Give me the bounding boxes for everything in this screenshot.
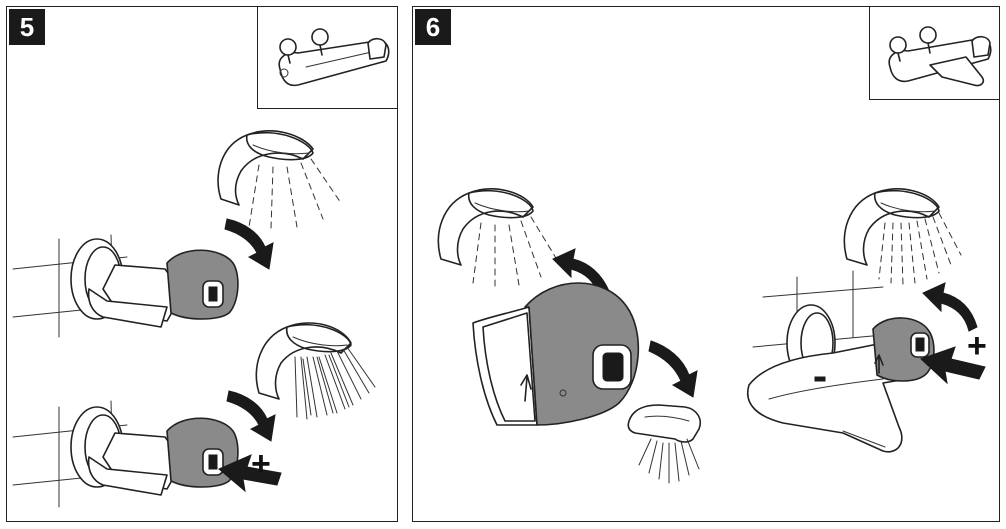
bath-mixer-inset [868,7,999,100]
step-number-badge: 5 [9,9,45,45]
thermostat-mixer-icon [746,304,935,453]
temperature-knob [472,282,640,426]
step-5-panel: 5 [6,6,398,522]
thermostat-mixer-icon [70,406,239,496]
bath-spout-icon [627,404,701,484]
rotation-arrow-icon [922,282,978,332]
bar-mixer-inset [256,7,397,109]
thermostat-mixer-icon [277,27,389,86]
shower-head-icon [255,322,376,420]
push-arrow-icon [920,346,986,385]
shower-head-icon [437,188,560,288]
rotation-arrow-icon [224,218,274,270]
plus-icon: + [967,327,987,365]
step-6-panel: 6 [412,6,1000,522]
step-5-illustration [12,130,376,508]
thermostat-mixer-icon [887,25,991,86]
step-number-badge: 6 [415,9,451,45]
shower-head-icon [843,188,962,286]
rotation-arrow-icon [648,340,698,398]
thermostat-mixer-icon [70,238,239,328]
push-arrow-icon [218,454,282,493]
step-6-illustration [437,188,986,484]
shower-head-icon [217,130,342,230]
plus-icon: + [251,445,271,483]
wall-tiles [12,234,128,508]
rotation-arrow-icon [226,390,276,442]
